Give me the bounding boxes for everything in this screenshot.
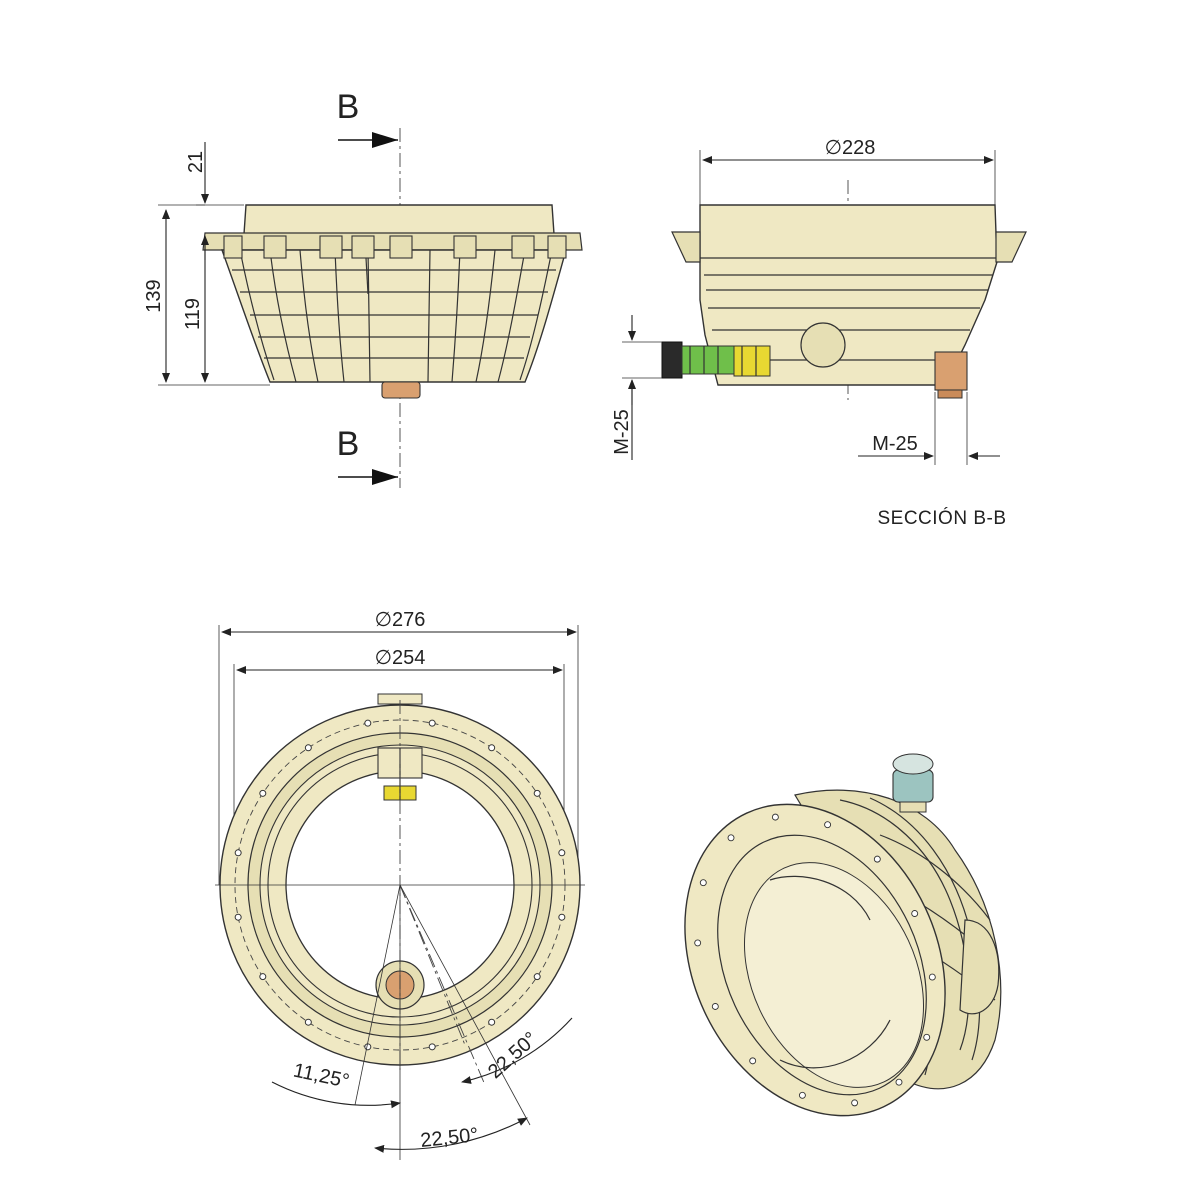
iso-bolt-hole (895, 1078, 903, 1086)
iso-bolt-hole (699, 879, 707, 887)
iso-bolt-hole (798, 1091, 806, 1099)
bolt-hole (533, 789, 541, 797)
top-ring (243, 204, 555, 235)
dim-top-ring: 21 (185, 151, 207, 173)
dim-total-height: 139 (143, 279, 165, 312)
thread-right: M-25 (872, 433, 918, 455)
bolt-hole (234, 913, 242, 921)
bottom-nut (381, 381, 421, 399)
iso-bolt-hole (749, 1057, 757, 1065)
bolt-hole (558, 849, 566, 857)
bolt-hole (364, 719, 372, 727)
section-marker-top: B (337, 88, 360, 126)
dim-diameter-276: ∅276 (375, 609, 426, 631)
iso-bolt-hole (824, 821, 832, 829)
bolt-hole (488, 1018, 496, 1026)
dim-body-height: 119 (182, 298, 204, 330)
iso-bolt-hole (911, 910, 919, 917)
dim-diameter-254: ∅254 (375, 647, 426, 669)
section-marker-bottom: B (337, 425, 360, 463)
iso-bolt-hole (694, 939, 702, 947)
bolt-hole (259, 789, 267, 797)
bolt-hole (488, 744, 496, 752)
section-caption: SECCIÓN B-B (877, 507, 1006, 529)
iso-bolt-hole (711, 1003, 719, 1010)
iso-bolt-hole (771, 813, 779, 821)
bolt-hole (428, 719, 436, 727)
iso-bolt-hole (923, 1033, 931, 1041)
bolt-hole (428, 1043, 436, 1051)
angle-22-50-bottom: 22,50° (419, 1124, 479, 1152)
bolt-hole (304, 1018, 312, 1026)
bolt-hole (234, 849, 242, 857)
copper-insert (934, 351, 968, 391)
cage-body (221, 249, 567, 383)
iso-bolt-hole (873, 855, 881, 863)
gland-black (661, 341, 683, 379)
front-view: B B 21 (143, 88, 583, 488)
gland-yellow (733, 345, 771, 377)
isometric-view (684, 753, 1002, 1117)
gland-green (681, 345, 735, 375)
iso-cap (892, 769, 934, 803)
iso-bolt-hole (928, 973, 936, 981)
thread-left: M-25 (611, 409, 633, 455)
iso-bolt-hole (851, 1099, 859, 1107)
dim-diameter-228: ∅228 (825, 137, 876, 159)
bolt-hole (304, 744, 312, 752)
plan-view: ∅276 ∅254 11,25° (215, 609, 585, 1160)
bolt-hole (259, 973, 267, 981)
bolt-hole (533, 973, 541, 981)
angle-11-25: 11,25° (291, 1059, 351, 1092)
bolt-hole (558, 913, 566, 921)
bolt-hole (364, 1043, 372, 1051)
iso-bolt-hole (727, 834, 735, 842)
section-view: ∅228 M-25 M-25 SECCIÓN B-B (611, 137, 1027, 529)
